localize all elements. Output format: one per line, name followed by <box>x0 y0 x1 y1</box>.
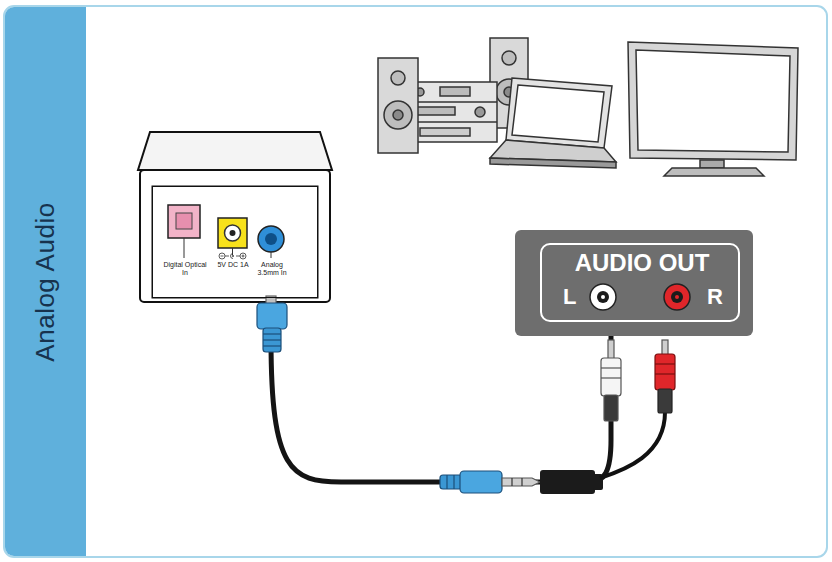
speaker-device <box>138 132 332 302</box>
device-panel: Digital Optical In 5V DC 1AAnalog 3.5mm I… <box>152 186 318 298</box>
channel-label: R <box>707 284 723 310</box>
frame <box>4 6 827 557</box>
rca-plug-red <box>655 340 675 413</box>
port-label: Analog 3.5mm In <box>251 261 293 277</box>
wire <box>600 412 665 478</box>
tv-illustration <box>628 42 798 176</box>
straight-plug <box>440 471 540 493</box>
right-angle-plug <box>257 296 287 352</box>
port-label: Digital Optical In <box>162 261 208 277</box>
section-title: Analog Audio <box>31 202 61 361</box>
rca-plug-white <box>601 340 621 421</box>
audio-out-panel <box>515 230 753 336</box>
adapter <box>540 470 603 494</box>
side-band: Analog Audio <box>5 7 86 556</box>
port-label: 5V DC 1A <box>213 261 253 269</box>
stereo-illustration <box>378 38 528 153</box>
port-label: AUDIO OUT <box>544 249 740 277</box>
laptop-illustration <box>490 78 616 168</box>
channel-label: L <box>563 284 576 310</box>
ports <box>168 205 284 259</box>
audio-out-box: AUDIO OUT <box>540 243 740 322</box>
